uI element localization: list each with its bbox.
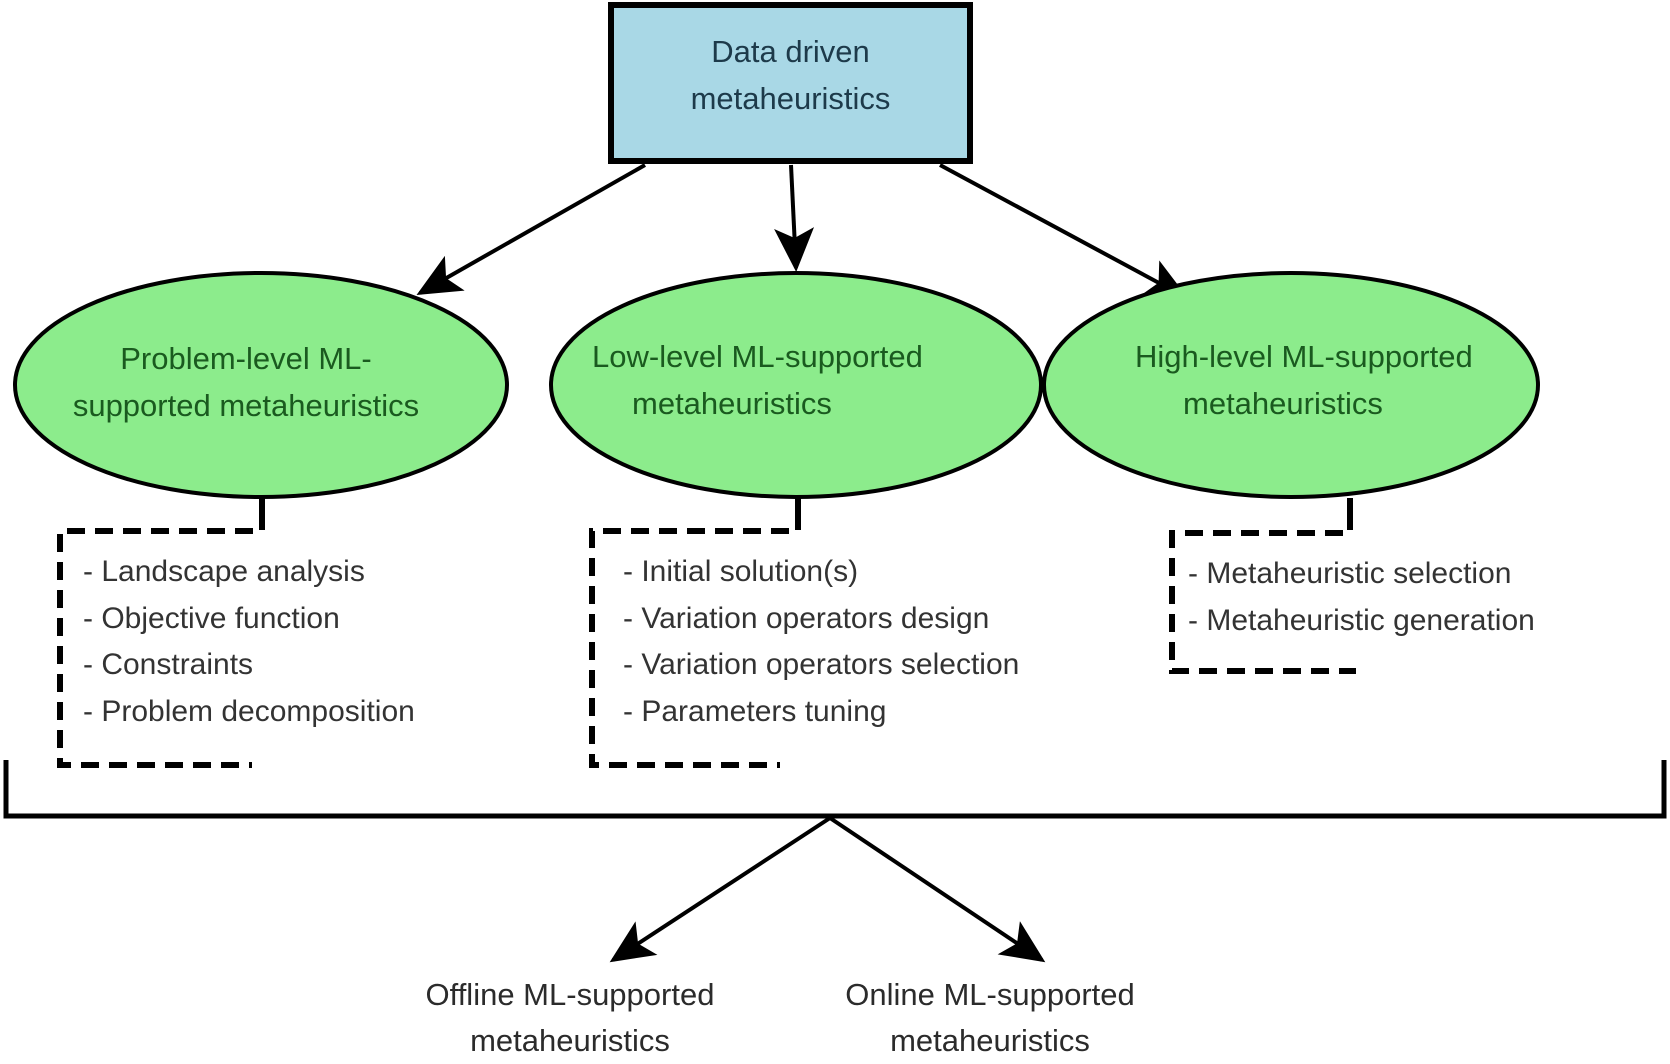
list-item: - Initial solution(s) — [623, 555, 859, 588]
dashed-bracket-high-level — [1169, 498, 1356, 674]
root-label-line1: Data driven — [711, 34, 870, 69]
arrow-to-problem-level — [416, 163, 646, 295]
list-item: - Landscape analysis — [83, 555, 365, 588]
category-label-line2: metaheuristics — [632, 386, 832, 421]
arrow-to-low-level — [774, 164, 815, 272]
list-item: - Constraints — [83, 648, 254, 681]
list-item: - Problem decomposition — [83, 694, 415, 728]
grouping-bracket — [3, 760, 1667, 819]
category-label-problem-level: Problem-level ML- supported metaheuristi… — [15, 335, 507, 429]
ellipse-problem-level — [13, 271, 509, 499]
root-label: Data driven metaheuristics — [611, 28, 970, 122]
dashed-bracket-problem-level — [57, 498, 265, 768]
arrow-to-offline — [609, 816, 832, 963]
category-label-high-level: High-level ML-supported metaheuristics — [1135, 333, 1535, 427]
arrow-to-online — [828, 816, 1046, 963]
ellipse-low-level — [549, 271, 1043, 499]
list-high-level: - Metaheuristic selection - Metaheuristi… — [1188, 551, 1535, 644]
dashed-bracket-low-level — [589, 498, 801, 768]
list-item: - Objective function — [83, 601, 340, 635]
mode-label-line1: Online ML-supported — [845, 977, 1135, 1012]
list-item: - Variation operators design — [623, 601, 990, 635]
list-item: - Variation operators selection — [623, 648, 1020, 681]
arrow-to-high-level — [939, 163, 1189, 299]
mode-label-line2: metaheuristics — [470, 1023, 670, 1058]
list-item: - Metaheuristic generation — [1188, 603, 1535, 637]
category-label-line1: High-level ML-supported — [1135, 339, 1473, 374]
list-item: - Metaheuristic selection — [1188, 557, 1512, 590]
category-label-line2: supported metaheuristics — [72, 388, 420, 423]
mode-label-line2: metaheuristics — [890, 1023, 1090, 1058]
category-label-line1: Problem-level ML- — [120, 341, 372, 376]
category-label-line1: Low-level ML-supported — [592, 339, 923, 374]
list-problem-level: - Landscape analysis - Objective functio… — [83, 549, 415, 735]
ellipse-high-level — [1042, 271, 1540, 499]
category-label-line2: metaheuristics — [1183, 386, 1383, 421]
mode-label-online: Online ML-supported metaheuristics — [820, 972, 1160, 1064]
mode-label-offline: Offline ML-supported metaheuristics — [400, 972, 740, 1064]
root-label-line2: metaheuristics — [690, 81, 891, 116]
category-label-low-level: Low-level ML-supported metaheuristics — [590, 333, 990, 427]
mode-label-line1: Offline ML-supported — [425, 977, 715, 1012]
list-low-level: - Initial solution(s) - Variation operat… — [623, 549, 1019, 735]
root-box — [608, 2, 973, 164]
list-item: - Parameters tuning — [623, 694, 887, 728]
